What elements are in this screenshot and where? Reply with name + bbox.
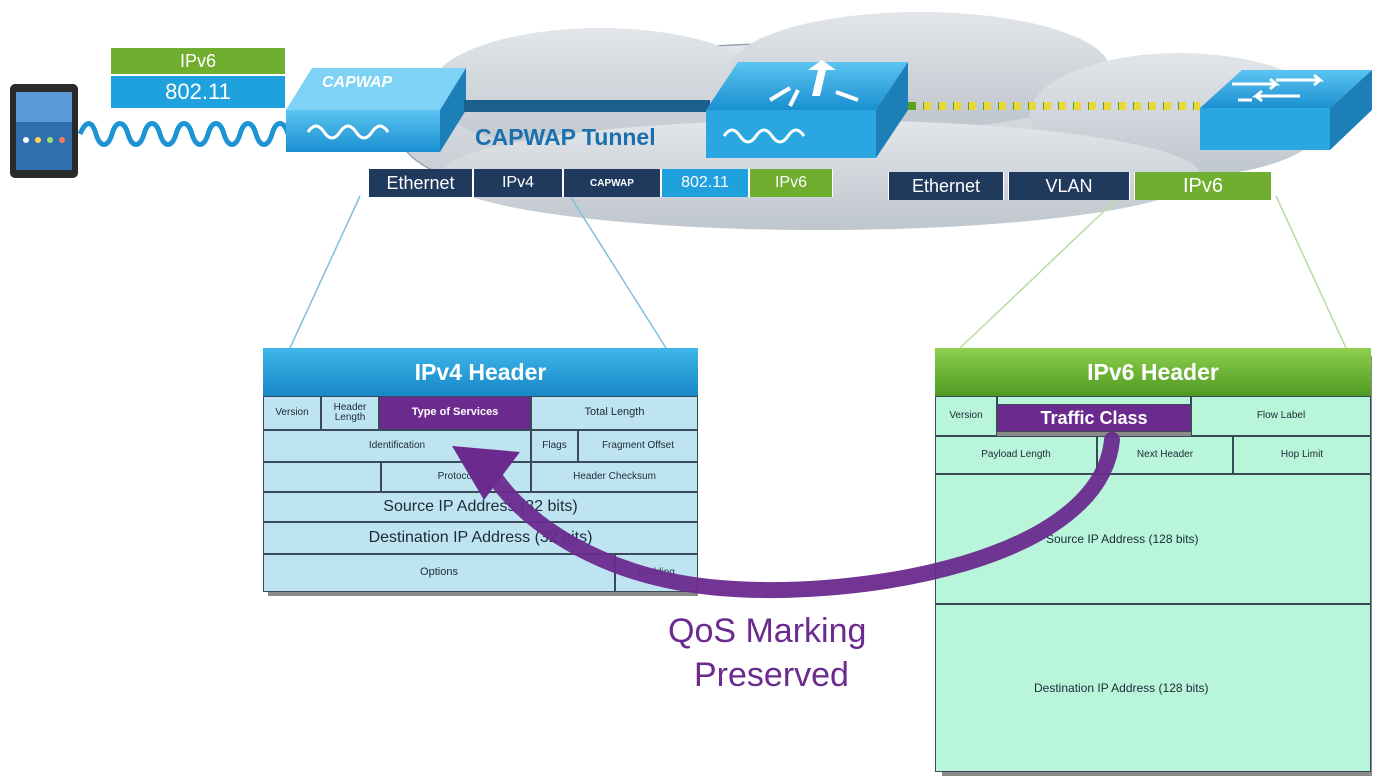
ipv4-field-header-checksum: Header Checksum — [531, 462, 698, 492]
ipv4-field-identification: Identification — [263, 430, 531, 462]
access-point-device — [286, 68, 466, 152]
ipv4-field-fragment-offset: Fragment Offset — [578, 430, 698, 462]
ipv4-field-time-to-live — [263, 462, 381, 492]
ipv6-zoom-line-right — [1275, 195, 1347, 349]
ipv4-field-total-length: Total Length — [531, 396, 698, 430]
wired-frame-ipv6: IPv6 — [1134, 172, 1272, 200]
ipv4-header-title: IPv4 Header — [414, 358, 547, 385]
access-point-label: CAPWAP — [322, 74, 393, 91]
ipv6-field-version: Version — [935, 396, 997, 436]
ipv4-field-flags: Flags — [531, 430, 578, 462]
qos-annotation-line1: QoS Marking — [668, 612, 867, 650]
ipv4-zoom-line-left — [289, 195, 361, 349]
ipv4-field-padding: Padding — [615, 554, 698, 592]
tablet-device — [10, 84, 78, 178]
client-frame-ipv6: IPv6 — [110, 48, 286, 74]
ipv6-field-hop-limit: Hop Limit — [1233, 436, 1371, 474]
ipv6-field-destination-address: Destination IP Address (128 bits) — [935, 604, 1371, 772]
switch-device — [1200, 70, 1372, 150]
tunnel-frame-ethernet: Ethernet — [368, 169, 473, 197]
ipv4-zoom-line-right — [569, 195, 667, 349]
ipv4-field-protocol: Protocol — [381, 462, 531, 492]
wireless-controller-device — [706, 60, 908, 158]
ipv6-field-traffic-class-top — [997, 396, 1191, 404]
wireless-link — [77, 121, 291, 147]
ipv4-field-destination-address: Destination IP Address (32 bits) — [263, 522, 698, 554]
ipv6-title-bar — [935, 348, 1371, 396]
tunnel-frame-80211: 802.11 — [661, 169, 749, 197]
ipv6-field-flow-label: Flow Label — [1191, 396, 1371, 436]
tunnel-label: CAPWAP Tunnel — [475, 124, 656, 150]
tunnel-frame-capwap: CAPWAP — [563, 169, 661, 197]
ipv6-field-traffic-class: Traffic Class — [997, 404, 1191, 432]
ipv6-zoom-line-left — [959, 195, 1121, 349]
ipv4-field-options: Options — [263, 554, 615, 592]
ipv4-field-header-length: Header Length — [321, 396, 379, 430]
qos-annotation-line2: Preserved — [694, 656, 849, 694]
wired-frame-vlan: VLAN — [1008, 172, 1130, 200]
ipv4-field-version: Version — [263, 396, 321, 430]
ipv4-field-source-address: Source IP Address (32 bits) — [263, 492, 698, 522]
client-frame-80211: 802.11 — [110, 76, 286, 108]
ipv4-title-bar — [263, 348, 698, 396]
wired-frame-ethernet: Ethernet — [888, 172, 1004, 200]
ipv4-field-type-of-services: Type of Services — [379, 396, 531, 430]
capwap-tunnel-pipe — [464, 100, 710, 112]
ipv6-header-title: IPv6 Header — [1087, 358, 1219, 385]
tunnel-frame-ipv6: IPv6 — [749, 169, 833, 197]
ipv6-field-payload-length: Payload Length — [935, 436, 1097, 474]
tunnel-frame-ipv4: IPv4 — [473, 169, 563, 197]
ipv6-field-next-header: Next Header — [1097, 436, 1233, 474]
ipv6-field-source-address: Source IP Address (128 bits) — [935, 474, 1371, 604]
